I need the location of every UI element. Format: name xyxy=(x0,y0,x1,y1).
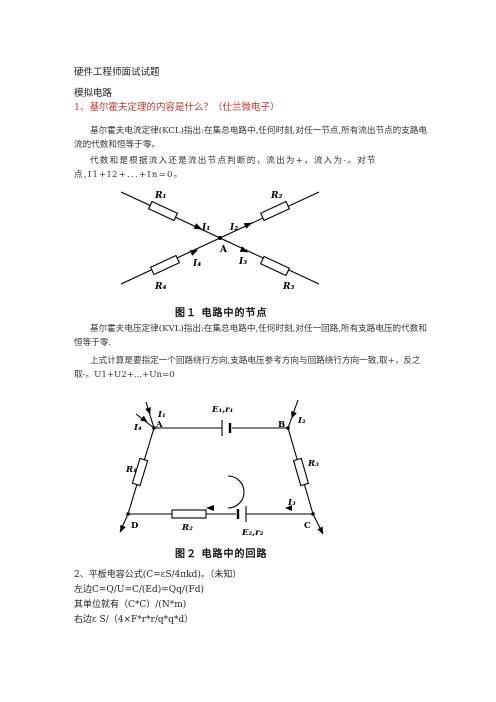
label-i3: I₃ xyxy=(238,257,247,267)
label-r1: R₁ xyxy=(125,465,137,475)
label-i1: I₁ xyxy=(201,223,210,233)
label-node-d: D xyxy=(131,521,139,531)
figure-1-node-diagram: R₁ R₂ R₃ R₄ I₁ I₂ I₃ I₄ A xyxy=(120,191,320,292)
label-e2: E₂,r₂ xyxy=(241,528,264,538)
label-e1: E₁,r₁ xyxy=(211,405,233,415)
resistor-r1 xyxy=(131,457,149,487)
kvl-paragraph-1: 基尔霍夫电压定律(KVL)指出:在集总电路中,任何时刻,对任一回路,所有支路电压… xyxy=(74,324,427,348)
loop-direction-arc xyxy=(227,475,245,509)
label-r2: R₂ xyxy=(270,191,282,201)
label-r2: R₂ xyxy=(181,523,193,533)
question-2-line-3: 右边ε S/（4×F*r*r/q*q*d） xyxy=(74,615,194,625)
resistor-r1 xyxy=(147,200,179,222)
kvl-paragraph-2: 上式计算是要指定一个回路绕行方向,支路电压参考方向与回路绕行方向一致,取+，反之… xyxy=(74,356,421,380)
label-node-b: B xyxy=(278,420,285,430)
figure-2-loop-diagram: I₁ I₄ I₂ I₃ E₁,r₁ E₂,r₂ R₁ R₂ R₃ A B C D xyxy=(119,399,324,538)
kcl-paragraph-1: 基尔霍夫电流定律(KCL)指出:在集总电路中,任何时刻,对任一节点,所有流出节点… xyxy=(74,126,428,150)
label-node-a: A xyxy=(155,420,163,430)
label-node-c: C xyxy=(304,521,311,531)
arrow-d-out xyxy=(120,524,126,533)
arrow-i2 xyxy=(291,410,297,419)
figure-1-caption: 图１ 电路中的节点 xyxy=(175,308,268,319)
question-2-line-1: 左边C=Q/U=C/(Ed)=Qq/(Fd) xyxy=(74,585,204,595)
label-i1: I₁ xyxy=(157,410,166,420)
label-i2: I₂ xyxy=(229,223,238,233)
question-2: 2、平板电容公式(C=εS/4πkd)。（未知） xyxy=(74,570,242,580)
label-r3: R₃ xyxy=(282,282,294,292)
label-node-a: A xyxy=(219,245,228,255)
resistor-r2 xyxy=(259,200,291,222)
kcl-paragraph-2: 代数和是根据流入还是流出节点判断的，流出为+，流入为-。对节点,I1+I2+..… xyxy=(74,156,377,180)
node-dot xyxy=(218,236,222,240)
label-r3: R₃ xyxy=(307,459,319,469)
label-i2: I₂ xyxy=(297,416,306,426)
figure-2-caption: 图２ 电路中的回路 xyxy=(175,549,268,560)
resistor-r3 xyxy=(292,457,310,487)
label-r4: R₄ xyxy=(154,282,166,292)
arrow-i3 xyxy=(285,505,292,511)
arrow-c-out xyxy=(317,526,324,535)
resistor-r3 xyxy=(259,255,291,277)
arrow-i4 xyxy=(140,415,148,423)
arrow-i1 xyxy=(193,223,203,230)
label-r1: R₁ xyxy=(154,191,166,201)
arrow-i2 xyxy=(243,222,253,229)
section-heading: 模拟电路 xyxy=(74,88,113,99)
arrow-i4 xyxy=(189,249,199,256)
label-i3: I₃ xyxy=(287,498,296,508)
question-2-line-2: 其单位就有（C*C）/(N*m) xyxy=(74,600,187,610)
arrow-i3 xyxy=(239,246,249,253)
resistor-r2 xyxy=(171,509,207,519)
arrow-i1 xyxy=(145,407,151,415)
resistor-r4 xyxy=(149,254,181,276)
label-i4: I₄ xyxy=(192,259,201,269)
question-1: 1、基尔霍夫定理的内容是什么？（仕兰微电子） xyxy=(74,102,280,113)
loop-arrow-head xyxy=(206,505,214,511)
doc-title: 硬件工程师面试试题 xyxy=(74,67,160,78)
label-i4: I₄ xyxy=(133,423,142,433)
